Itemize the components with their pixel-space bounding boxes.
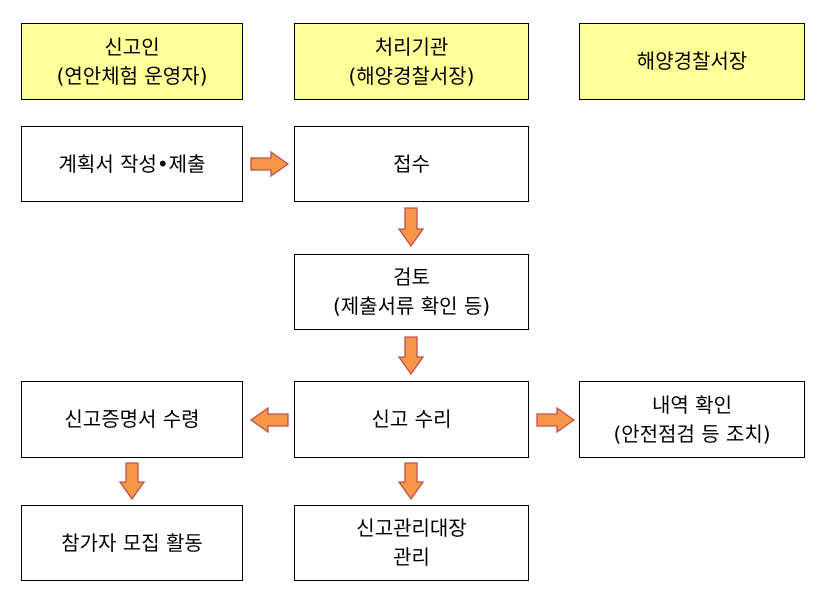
- arrow-report-accept-to-certificate: [249, 406, 289, 434]
- node-content-check: 내역 확인 (안전점검 등 조치): [579, 381, 805, 458]
- node-recruit-line-1: 참가자 모집 활동: [61, 530, 203, 555]
- node-receipt: 접수: [294, 126, 529, 202]
- node-recruit: 참가자 모집 활동: [21, 505, 243, 581]
- header-chief-line-1: 해양경찰서장: [636, 49, 748, 73]
- arrow-review-to-report-accept: [397, 336, 425, 376]
- node-certificate-line-1: 신고증명서 수령: [64, 407, 200, 431]
- node-plan-submit-line-1: 계획서 작성•제출: [58, 151, 206, 176]
- header-agency-line-1: 처리기관: [374, 34, 449, 59]
- header-reporter-line-2: (연안체험 운영자): [56, 63, 208, 88]
- node-report-accept-line-1: 신고 수리: [371, 407, 452, 431]
- node-receipt-line-1: 접수: [393, 151, 430, 176]
- node-certificate: 신고증명서 수령: [21, 381, 243, 458]
- node-ledger-line-2: 관리: [393, 545, 430, 569]
- node-review: 검토 (제출서류 확인 등): [294, 254, 529, 330]
- header-agency: 처리기관 (해양경찰서장): [294, 23, 529, 100]
- node-content-check-line-2: (안전점검 등 조치): [613, 421, 771, 446]
- header-chief: 해양경찰서장: [579, 23, 805, 100]
- header-reporter-line-1: 신고인: [104, 34, 160, 59]
- node-ledger-line-1: 신고관리대장: [356, 516, 467, 540]
- node-review-line-2: (제출서류 확인 등): [332, 294, 491, 318]
- arrow-receipt-to-review: [397, 207, 425, 248]
- node-report-accept: 신고 수리: [294, 381, 529, 458]
- node-review-line-1: 검토: [393, 265, 430, 289]
- arrow-certificate-to-recruit: [118, 462, 146, 501]
- arrow-plan-to-receipt: [250, 150, 290, 178]
- header-reporter: 신고인 (연안체험 운영자): [21, 23, 243, 100]
- node-plan-submit: 계획서 작성•제출: [21, 126, 243, 202]
- arrow-report-accept-to-content-check: [536, 406, 576, 434]
- arrow-report-accept-to-ledger: [397, 462, 425, 501]
- node-content-check-line-1: 내역 확인: [652, 392, 732, 417]
- header-agency-line-2: (해양경찰서장): [348, 63, 475, 88]
- node-ledger: 신고관리대장 관리: [294, 505, 529, 581]
